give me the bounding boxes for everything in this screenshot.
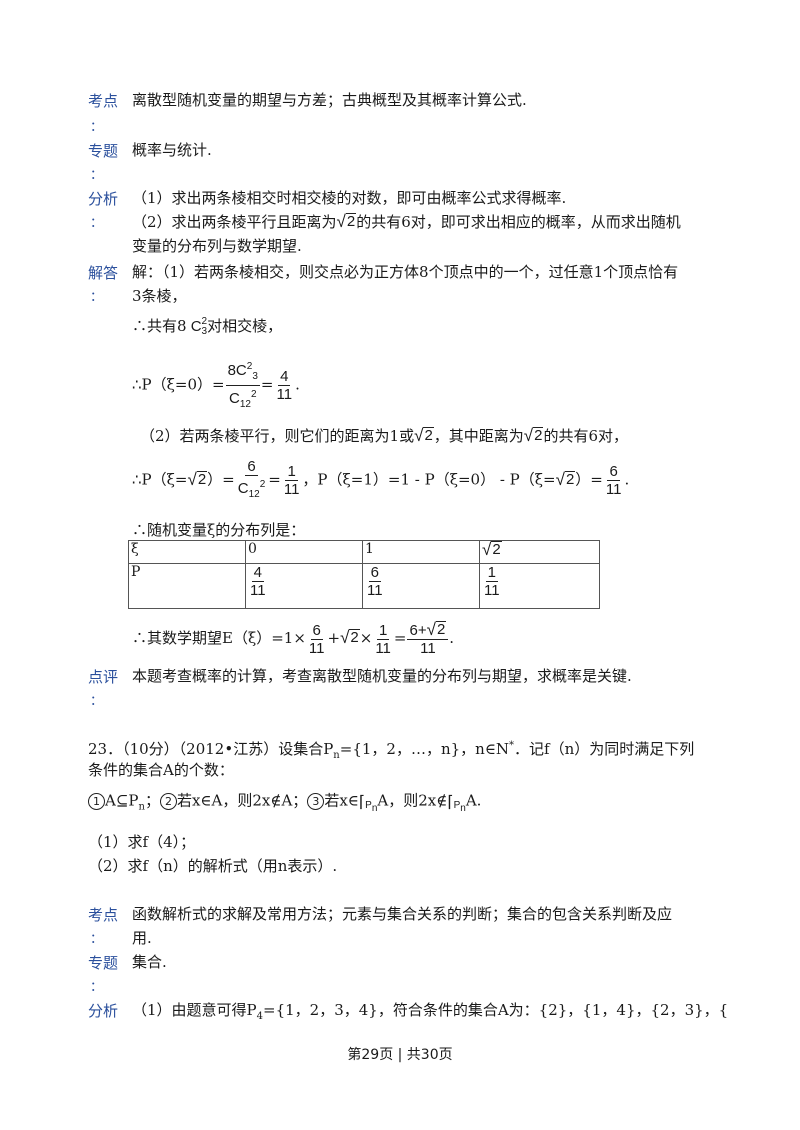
colon-mark: ：: [90, 216, 104, 231]
q23-sub-2: （2）求f（n）的解析式（用n表示）.: [88, 857, 338, 875]
complement-icon: ⌈Pn: [447, 794, 466, 814]
dist-intro: ∴随机变量ξ的分布列是：: [132, 521, 306, 539]
table-cell: 0: [245, 540, 363, 564]
jieda-line-1: 解：（1）若两条棱相交，则交点必为正方体8个顶点中的一个，过任意1个顶点恰有: [132, 263, 679, 281]
dianping-label: 点评: [88, 668, 119, 686]
circled-2-icon: 2: [159, 793, 177, 810]
q23-line-1: 23．（10分）（2012•江苏）设集合Pn={1，2，…，n}，n∈N*．记f…: [88, 740, 695, 761]
page-footer: 第29页 | 共30页: [347, 1047, 453, 1063]
zhuanti-label: 专题: [88, 954, 119, 972]
fenxi-line-3: 变量的分布列与数学期望.: [132, 237, 302, 255]
fenxi-label: 分析: [88, 1002, 119, 1020]
dianping-text: 本题考查概率的计算，考查离散型随机变量的分布列与期望，求概率是关键.: [132, 667, 632, 685]
zhuanti-text: 概率与统计.: [132, 141, 212, 159]
zhuanti-label: 专题: [88, 142, 119, 160]
colon-mark: ：: [90, 980, 104, 995]
table-cell: √2: [479, 540, 600, 564]
q23-line-2: 条件的集合A的个数：: [88, 761, 234, 779]
jieda-label: 解答: [88, 264, 119, 282]
complement-icon: ⌈Pn: [358, 794, 378, 814]
fenxi-line-1: （1）求出两条棱相交时相交棱的对数，即可由概率公式求得概率.: [132, 189, 567, 207]
colon-mark: ：: [90, 120, 104, 135]
colon-mark: ：: [90, 694, 104, 709]
zhuanti-text: 集合.: [132, 953, 167, 971]
kaodian-text: 离散型随机变量的期望与方差；古典概型及其概率计算公式.: [132, 91, 527, 109]
colon-mark: ：: [90, 168, 104, 183]
circled-3-icon: 3: [307, 793, 325, 810]
fenxi-line-1: （1）由题意可得P4={1，2，3，4}，符合条件的集合A为：{2}，{1，4}…: [132, 1001, 729, 1022]
q23-sub-1: （1）求f（4）；: [88, 833, 196, 851]
colon-mark: ：: [90, 290, 104, 305]
kaodian-label: 考点: [88, 906, 119, 924]
table-cell: ξ: [128, 540, 246, 564]
jieda-line-2: 3条棱，: [132, 287, 187, 305]
kaodian-label: 考点: [88, 92, 119, 110]
kaodian-line-2: 用.: [132, 929, 152, 947]
table-cell: P: [128, 563, 246, 609]
kaodian-line-1: 函数解析式的求解及常用方法；元素与集合关系的判断；集合的包含关系判断及应: [132, 905, 673, 923]
table-cell: 1: [362, 540, 480, 564]
fenxi-label: 分析: [88, 190, 119, 208]
table-row: ξ 0 1 √2: [128, 540, 600, 564]
circled-1-icon: 1: [88, 793, 105, 810]
colon-mark: ：: [90, 932, 104, 947]
